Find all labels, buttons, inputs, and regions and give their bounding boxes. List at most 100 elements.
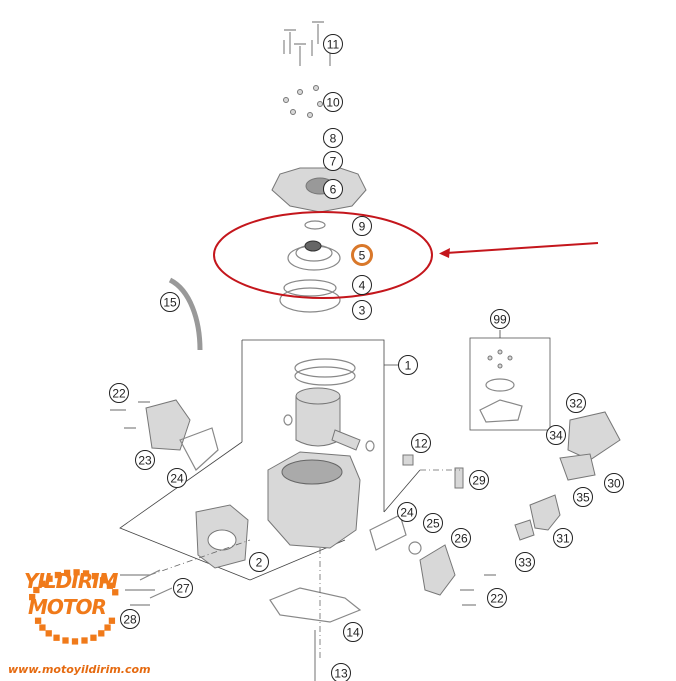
gear-tooth — [33, 586, 40, 594]
callout-circle — [490, 309, 510, 329]
callout-24: 24 — [397, 502, 417, 522]
callout-circle — [351, 244, 373, 266]
o-rings-3-4 — [279, 279, 341, 313]
callout-13: 13 — [331, 663, 351, 681]
callout-22: 22 — [487, 588, 507, 608]
callout-34: 34 — [546, 425, 566, 445]
callout-label: 30 — [607, 477, 621, 491]
callout-label: 2 — [256, 556, 263, 570]
callout-circle — [173, 578, 193, 598]
callout-label: 15 — [163, 296, 177, 310]
callout-label: 32 — [569, 397, 583, 411]
highlight-ellipse — [213, 211, 433, 299]
piston — [283, 358, 375, 452]
callout-circle — [515, 552, 535, 572]
callout-15: 15 — [160, 292, 180, 312]
callout-label: 25 — [426, 517, 440, 531]
callout-label: 22 — [112, 387, 126, 401]
cylinder-head — [271, 133, 367, 213]
callout-circle — [249, 552, 269, 572]
intake-and-seals — [110, 399, 249, 569]
callout-label: 11 — [327, 38, 340, 52]
base-gasket-and-studs — [120, 469, 460, 681]
o-ring-9 — [304, 220, 326, 230]
gear-tooth — [53, 634, 60, 641]
callout-99: 99 — [490, 309, 510, 329]
gear-tooth — [73, 569, 80, 576]
gear-tooth — [39, 624, 46, 631]
callout-circle — [160, 292, 180, 312]
callout-25: 25 — [423, 513, 443, 533]
callout-11: 11 — [323, 34, 343, 54]
callout-9: 9 — [352, 216, 372, 236]
callout-5: 5 — [351, 244, 373, 266]
callout-label: 3 — [359, 304, 366, 318]
callout-14: 14 — [343, 622, 363, 642]
callout-33: 33 — [515, 552, 535, 572]
callout-label: 23 — [138, 454, 152, 468]
gear-tooth — [34, 617, 42, 624]
callout-label: 1 — [405, 359, 412, 373]
website-url: www.motoyildirim.com — [8, 663, 151, 676]
callout-circle — [573, 487, 593, 507]
gear-tooth — [62, 637, 69, 644]
callout-circle — [352, 300, 372, 320]
callout-1: 1 — [398, 355, 418, 375]
gear-tooth — [82, 570, 90, 577]
right-parts — [369, 411, 621, 606]
callout-circle — [167, 468, 187, 488]
callout-29: 29 — [469, 470, 489, 490]
callout-circle — [451, 528, 471, 548]
callout-circle — [343, 622, 363, 642]
callout-circle — [331, 663, 351, 681]
callout-12: 12 — [411, 433, 431, 453]
callout-circle — [411, 433, 431, 453]
gear-tooth — [45, 630, 52, 637]
callout-6: 6 — [323, 179, 343, 199]
callout-label: 24 — [170, 472, 184, 486]
gear-tooth — [104, 624, 111, 631]
gear-tooth — [54, 571, 62, 579]
callout-circle — [546, 425, 566, 445]
gear-tooth — [46, 575, 53, 582]
callout-circle — [352, 216, 372, 236]
callout-circle — [109, 383, 129, 403]
gear-tooth — [71, 638, 79, 645]
callout-3: 3 — [352, 300, 372, 320]
callout-8: 8 — [323, 128, 343, 148]
callout-circle — [604, 473, 624, 493]
callout-label: 29 — [472, 474, 486, 488]
gear-tooth — [112, 589, 119, 596]
washers — [283, 85, 323, 118]
callout-circle — [566, 393, 586, 413]
callout-circle — [553, 528, 573, 548]
callout-circle — [323, 128, 343, 148]
logo-line1: YILDIRIM — [24, 569, 118, 593]
callout-circle — [423, 513, 443, 533]
callout-label: 27 — [176, 582, 190, 596]
callout-24: 24 — [167, 468, 187, 488]
callout-22: 22 — [109, 383, 129, 403]
callout-circle — [397, 502, 417, 522]
gear-tooth — [99, 577, 107, 584]
callout-2: 2 — [249, 552, 269, 572]
callout-30: 30 — [604, 473, 624, 493]
callout-label: 22 — [490, 592, 504, 606]
callout-label: 9 — [359, 220, 366, 234]
callout-label: 34 — [549, 429, 563, 443]
callout-27: 27 — [173, 578, 193, 598]
callout-label: 12 — [414, 437, 428, 451]
logo: YILDIRIM MOTOR — [20, 560, 119, 660]
gear-tooth — [106, 582, 114, 589]
gear-tooth — [39, 580, 46, 587]
gear-tooth — [63, 569, 71, 577]
callout-circle — [352, 275, 372, 295]
callout-label: 28 — [123, 613, 137, 627]
callout-label: 4 — [359, 279, 366, 293]
callout-label: 10 — [326, 96, 340, 110]
cylinder-kit-frame — [119, 339, 421, 581]
gear-tooth — [81, 637, 88, 644]
callout-circle — [120, 609, 140, 629]
